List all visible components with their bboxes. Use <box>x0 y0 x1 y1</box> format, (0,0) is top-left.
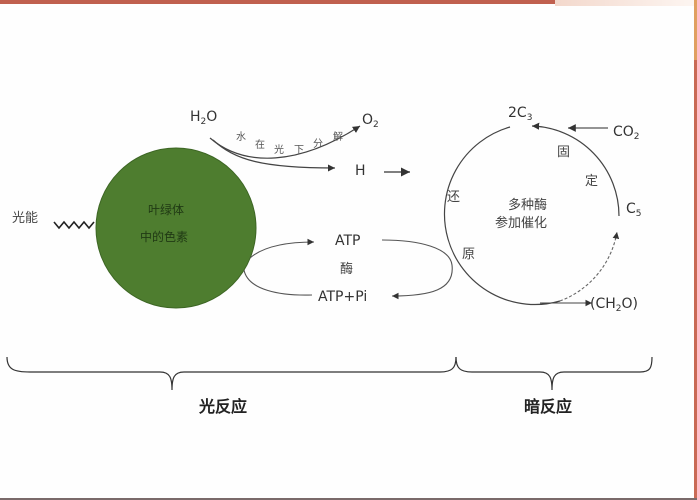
dark-reaction-label: 暗反应 <box>524 397 573 416</box>
atp-to-calvin-line <box>381 239 453 300</box>
chloroplast-label-line2: 中的色素 <box>140 230 189 244</box>
arc-char-5: 分 <box>313 139 323 150</box>
right-accent-bar-top <box>694 0 697 60</box>
right-accent-bar <box>694 0 697 500</box>
adp-pi-label: ATP+Pi <box>318 289 368 305</box>
calvin-fixation-arc <box>531 122 620 217</box>
reduction-char-2: 原 <box>462 247 476 262</box>
enzyme-label: 酶 <box>340 262 354 277</box>
co2-label: CO2 <box>613 124 640 142</box>
reduction-char-1: 还 <box>447 190 461 205</box>
light-energy-label: 光能 <box>12 211 39 226</box>
top-accent-bar <box>0 0 555 4</box>
light-reaction-label: 光反应 <box>199 397 248 416</box>
adp-return-line <box>243 269 313 296</box>
o2-label: O2 <box>362 112 379 130</box>
c5-label: C5 <box>626 201 642 219</box>
atp-forward-arrow <box>249 238 315 259</box>
light-wave-icon <box>53 220 95 230</box>
bottom-border <box>0 498 697 500</box>
calvin-center-line2: 参加催化 <box>495 216 548 231</box>
h-label: H <box>355 163 366 179</box>
top-accent-fade <box>555 0 697 6</box>
chloroplast-label-line1: 叶绿体 <box>148 203 185 217</box>
fixation-char-2: 定 <box>585 174 599 189</box>
atp-label: ATP <box>335 233 361 249</box>
chloroplast-circle <box>95 147 257 309</box>
arc-char-3: 光 <box>274 145 284 156</box>
ch2o-label: (CH2O) <box>590 296 638 314</box>
c3-label: 2C3 <box>508 105 533 123</box>
arc-char-1: 水 <box>236 132 246 143</box>
calvin-reduction-arc <box>443 126 561 306</box>
calvin-center-line1: 多种酶 <box>508 198 548 213</box>
arc-char-6: 解 <box>333 132 343 143</box>
h2o-label: H2O <box>190 109 218 127</box>
water-to-o2-arrow <box>209 125 361 159</box>
fixation-char-1: 固 <box>557 145 571 160</box>
calvin-regeneration-arc <box>559 231 620 302</box>
arc-char-2: 在 <box>255 140 265 151</box>
arc-char-4: 下 <box>294 145 304 156</box>
light-reaction-brace <box>6 356 457 391</box>
dark-reaction-brace <box>455 356 653 391</box>
water-to-h-arrow <box>212 139 336 172</box>
